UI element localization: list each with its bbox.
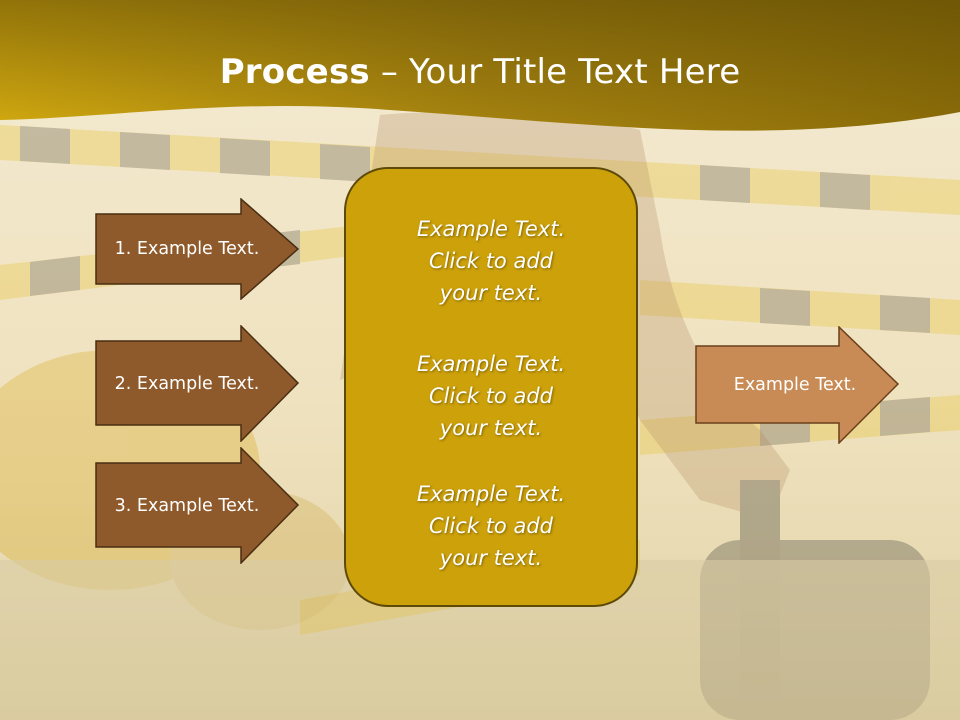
header-band [0, 0, 960, 131]
right-arrow[interactable]: Example Text. [695, 326, 900, 444]
center-text-1-line-2: Click to add [428, 249, 553, 273]
center-text-block-2: Example Text. Click to add your text. [346, 348, 636, 444]
title-rest-part: – Your Title Text Here [369, 52, 741, 92]
left-arrow-1-label: 1. Example Text. [114, 239, 260, 259]
center-text-2-line-2: Click to add [428, 384, 553, 408]
title-bold-part: Process [219, 52, 370, 92]
center-text-block-3: Example Text. Click to add your text. [346, 478, 636, 574]
left-arrow-2-label: 2. Example Text. [114, 373, 260, 394]
arrow-shape-icon [695, 326, 900, 444]
arrow-shape-icon [95, 447, 300, 564]
left-arrow-3-label: 3. Example Text. [114, 495, 260, 516]
right-arrow-label: Example Text. [733, 375, 857, 395]
arrow-shape-icon [95, 325, 300, 442]
center-text-3-line-1: Example Text. [416, 482, 566, 506]
center-text-3-line-2: Click to add [428, 514, 553, 538]
left-arrow-1[interactable]: 1. Example Text. [95, 198, 300, 300]
center-box[interactable]: Example Text. Click to add your text. Ex… [344, 167, 638, 607]
center-text-1-line-3: your text. [439, 281, 543, 305]
center-text-2-line-3: your text. [439, 416, 543, 440]
center-text-1-line-1: Example Text. [416, 217, 566, 241]
left-arrow-3[interactable]: 3. Example Text. [95, 447, 300, 564]
slide-title: Process – Your Title Text Here [0, 52, 960, 92]
center-text-2-line-1: Example Text. [416, 352, 566, 376]
center-text-3-line-3: your text. [439, 546, 543, 570]
left-arrow-2[interactable]: 2. Example Text. [95, 325, 300, 442]
center-text-block-1: Example Text. Click to add your text. [346, 213, 636, 309]
arrow-shape-icon [95, 198, 300, 300]
